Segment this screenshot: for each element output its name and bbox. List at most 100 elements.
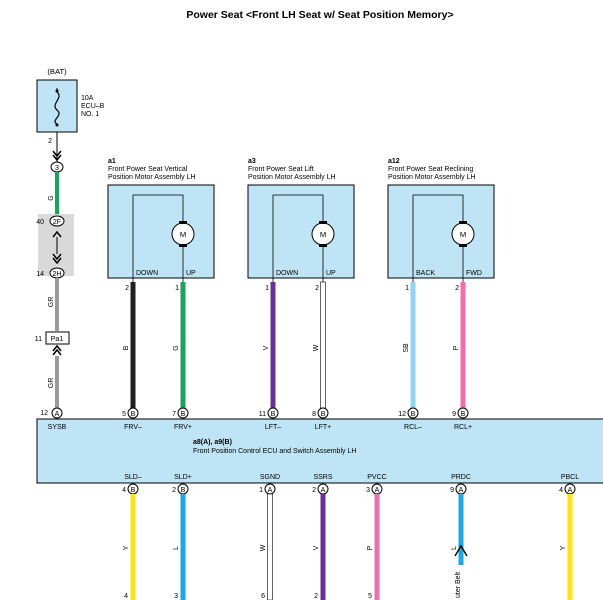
connector-2h-label: 2H [53, 271, 62, 278]
motor-box [107, 184, 215, 279]
terminal-connector: A4 [559, 483, 576, 495]
wire-end-pin: 5 [368, 593, 372, 600]
connector-2f-label: 2F [53, 219, 61, 226]
motor-m-label: M [180, 230, 186, 239]
conn-LFT+: B8 [312, 407, 329, 419]
wire-p [374, 494, 380, 600]
wire-left-label: V [263, 345, 270, 350]
ecu-code: a8(A), a9(B) [193, 439, 232, 446]
motor-name-line-1: Front Power Seat Vertical [108, 166, 188, 173]
motor-name-line-1: Front Power Seat Lift [248, 166, 314, 173]
connector-2f [49, 215, 65, 227]
sysb-conn-letter: A [55, 411, 60, 418]
motor-box [387, 184, 495, 279]
terminal-label: SLD+ [174, 474, 192, 481]
arrow-up-icon [454, 544, 468, 557]
wire-v [270, 282, 276, 408]
motor-code: a12 [388, 158, 400, 165]
terminal-connector: B2 [172, 483, 189, 495]
wire-b [130, 282, 136, 408]
motor-left-pin: 1 [265, 285, 269, 292]
terminal-connector-letter: B [181, 487, 186, 494]
partial-belt-label: uter Belt [455, 572, 462, 598]
motor-left-pin: 1 [405, 285, 409, 292]
conn-FRV+-pin: 7 [172, 411, 176, 418]
motor-code: a1 [108, 158, 116, 165]
terminal-connector-pin: 2 [312, 487, 316, 494]
conn-RCL–-letter: B [411, 411, 416, 418]
fuse-name: ECU–B [81, 103, 105, 110]
wire-label: L [173, 546, 180, 550]
battery-label: (BAT) [47, 67, 67, 76]
motor-m-label: M [460, 230, 466, 239]
conn-FRV+-letter: B [181, 411, 186, 418]
motor-right-pin: 2 [315, 285, 319, 292]
terminal-connector-pin: 4 [122, 487, 126, 494]
motor-left-label: DOWN [136, 270, 158, 277]
terminal-right-label: RCL+ [454, 424, 472, 431]
sysb-label: SYSB [48, 424, 67, 431]
connector-3-label: 3 [55, 165, 59, 172]
wire-label: Y [560, 545, 567, 550]
motor-name-line-2: Position Motor Assembly LH [248, 174, 336, 181]
terminal-connector-letter: A [375, 487, 380, 494]
terminal-connector-letter: A [268, 487, 273, 494]
terminal-connector-pin: 3 [366, 487, 370, 494]
motor-name-line-2: Position Motor Assembly LH [388, 174, 476, 181]
wire-w [267, 493, 273, 600]
connector-pa1 [45, 331, 70, 345]
terminal-connector: A9 [450, 483, 467, 495]
conn-LFT–: B11 [259, 407, 279, 419]
terminal-label: SSRS [313, 474, 332, 481]
wire-l [180, 494, 186, 600]
terminal-right-label: LFT+ [315, 424, 332, 431]
wire-g-label: G [48, 195, 55, 200]
sysb-pin: 12 [40, 410, 48, 417]
terminal-label: PVCC [367, 474, 386, 481]
terminal-left-label: RCL– [404, 424, 422, 431]
terminal-label: SGND [260, 474, 280, 481]
conn-LFT–-letter: B [271, 411, 276, 418]
terminal-connector: A2 [312, 483, 329, 495]
motor-right-pin: 2 [455, 285, 459, 292]
wire-left-label: B [123, 345, 130, 350]
diagram-title: Power Seat <Front LH Seat w/ Seat Positi… [186, 9, 453, 21]
motor-left-label: BACK [416, 270, 435, 277]
connector-pa1-label: Pa1 [51, 336, 64, 343]
terminal-connector-letter: A [568, 487, 573, 494]
motor-name-line-1: Front Power Seat Reclining [388, 166, 473, 173]
wire-end-pin: 2 [314, 593, 318, 600]
fuse-icon [54, 88, 60, 127]
motor-name-line-2: Position Motor Assembly LH [108, 174, 196, 181]
motor-right-pin: 1 [175, 285, 179, 292]
fuse-number: NO. 1 [81, 111, 99, 118]
wire-y [567, 494, 573, 600]
wire-label: Y [123, 545, 130, 550]
motor-left-pin: 2 [125, 285, 129, 292]
wire-right-label: W [313, 344, 320, 351]
wire-gr-label-2: GR [48, 378, 55, 389]
wire-left-label: SB [403, 343, 410, 353]
fuse-pin: 2 [48, 138, 52, 145]
conn-LFT+-letter: B [321, 411, 326, 418]
sysb-connector [51, 407, 63, 419]
terminal-right-label: FRV+ [174, 424, 192, 431]
terminal-connector-letter: B [131, 487, 136, 494]
wire-label: V [313, 545, 320, 550]
bottom-terminals: SLD–B4Y4SLD+B2L3SGNDA1W6SSRSA2V2PVCCA3P5… [122, 474, 579, 600]
chevron-down-icon [52, 253, 62, 265]
terminal-connector-pin: 9 [450, 487, 454, 494]
wire-p [460, 282, 466, 408]
conn-RCL+: B9 [452, 407, 469, 419]
conn-FRV–: B5 [122, 407, 139, 419]
wire-l [458, 494, 464, 565]
terminal-left-label: FRV– [124, 424, 142, 431]
motor-right-label: UP [326, 270, 336, 277]
motor-right-label: FWD [466, 270, 482, 277]
conn-RCL–-pin: 12 [398, 411, 406, 418]
